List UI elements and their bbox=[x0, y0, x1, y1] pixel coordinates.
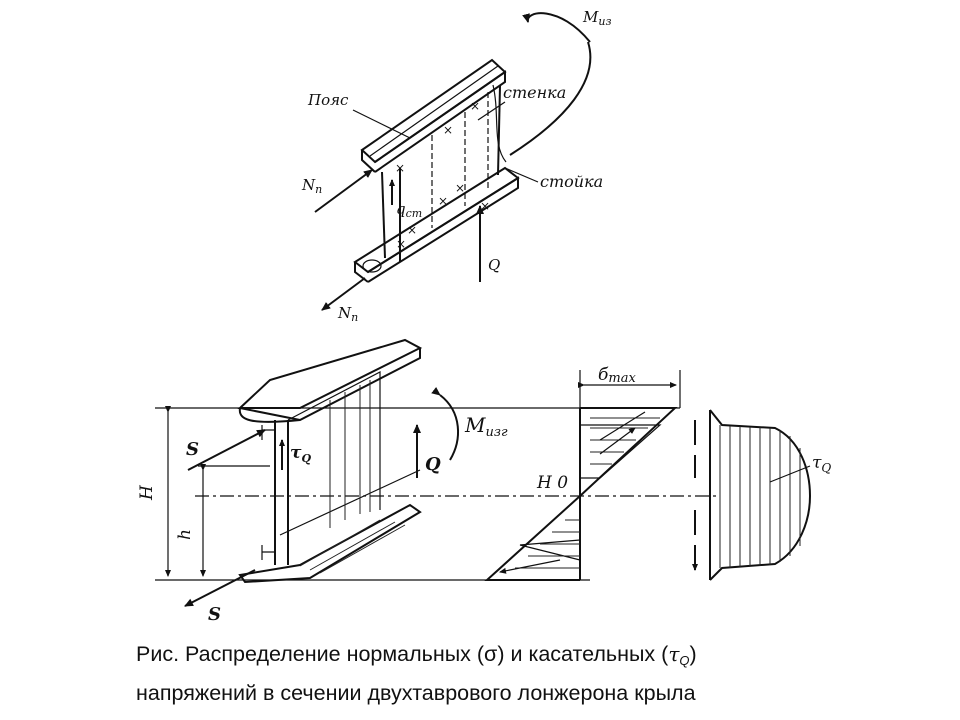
spar-stress-diagram: × × × × × × × × Пояс стенка стойка bbox=[137, 8, 831, 625]
top-isometric-view: × × × × × × × × Пояс стенка стойка bbox=[301, 8, 611, 324]
force-S-top-label: S bbox=[186, 439, 199, 460]
stiffener-label: стойка bbox=[540, 172, 603, 191]
caption-tau-subscript: Q bbox=[679, 653, 690, 668]
moment-arrow-tail bbox=[509, 41, 592, 156]
normal-stress-diagram: бmax bbox=[484, 365, 681, 581]
section-moment-arrow bbox=[431, 386, 460, 461]
svg-text:×: × bbox=[396, 237, 406, 251]
force-S-bottom-label: S bbox=[208, 604, 221, 625]
axial-force-bottom-label: Nп bbox=[337, 304, 358, 324]
neutral-axis-label: H 0 bbox=[536, 473, 568, 493]
figure-caption: Рис. Распределение нормальных (σ) и каса… bbox=[136, 638, 916, 710]
stiffener-leader bbox=[504, 167, 539, 183]
stiffener-upright bbox=[492, 84, 507, 163]
shear-force-label: Q bbox=[488, 256, 500, 274]
section-shear-force-label: Q bbox=[425, 454, 441, 475]
bottom-flange bbox=[353, 166, 520, 283]
section-diagonal bbox=[279, 469, 421, 536]
moment-label: Mиз bbox=[582, 8, 611, 28]
web-label: стенка bbox=[503, 83, 566, 102]
tau-diagram-leader bbox=[769, 465, 811, 483]
caption-line-1-pre: Рис. Распределение нормальных (σ) и каса… bbox=[136, 642, 669, 666]
tau-q-web-label: τQ bbox=[290, 443, 311, 465]
axial-force-top-label: Nп bbox=[301, 176, 322, 196]
svg-text:×: × bbox=[443, 123, 453, 137]
web-leader bbox=[477, 101, 506, 121]
moment-arrow bbox=[522, 12, 591, 43]
section-moment-label: Mизг bbox=[464, 413, 508, 440]
flange-leader bbox=[352, 109, 411, 139]
axial-force-top-arrow bbox=[314, 169, 373, 213]
force-S-bottom-arrow bbox=[184, 569, 256, 607]
section-top-flange bbox=[237, 338, 423, 423]
web-panel: × × × × × × × × bbox=[381, 85, 501, 262]
top-flange bbox=[360, 58, 507, 173]
force-S-top-arrow bbox=[187, 429, 266, 471]
tau-diagram-label: τQ bbox=[812, 453, 831, 475]
section-view: H h S S τQ bbox=[137, 338, 831, 625]
sigma-max-label: бmax bbox=[598, 365, 636, 386]
caption-line-1: Рис. Распределение нормальных (σ) и каса… bbox=[136, 638, 916, 677]
axial-force-bottom-arrow bbox=[321, 277, 366, 311]
flange-label: Пояс bbox=[307, 91, 349, 109]
rivet-marks: × × × × × × × × bbox=[395, 99, 490, 251]
svg-text:×: × bbox=[470, 99, 480, 113]
section-web bbox=[261, 371, 381, 565]
svg-text:×: × bbox=[480, 199, 490, 213]
dimension-h-label: h bbox=[175, 529, 195, 540]
section-bottom-flange bbox=[238, 503, 422, 584]
svg-text:×: × bbox=[455, 181, 465, 195]
caption-tau-symbol: τ bbox=[668, 642, 680, 666]
svg-text:×: × bbox=[438, 194, 448, 208]
shear-flow-label: qст bbox=[396, 200, 422, 220]
caption-line-1-post: ) bbox=[689, 642, 697, 666]
svg-text:×: × bbox=[395, 161, 405, 175]
shear-stress-diagram: τQ bbox=[695, 409, 831, 581]
svg-text:×: × bbox=[407, 223, 417, 237]
dimension-H-label: H bbox=[137, 484, 157, 501]
caption-line-2: напряжений в сечении двухтаврового лонже… bbox=[136, 681, 696, 705]
